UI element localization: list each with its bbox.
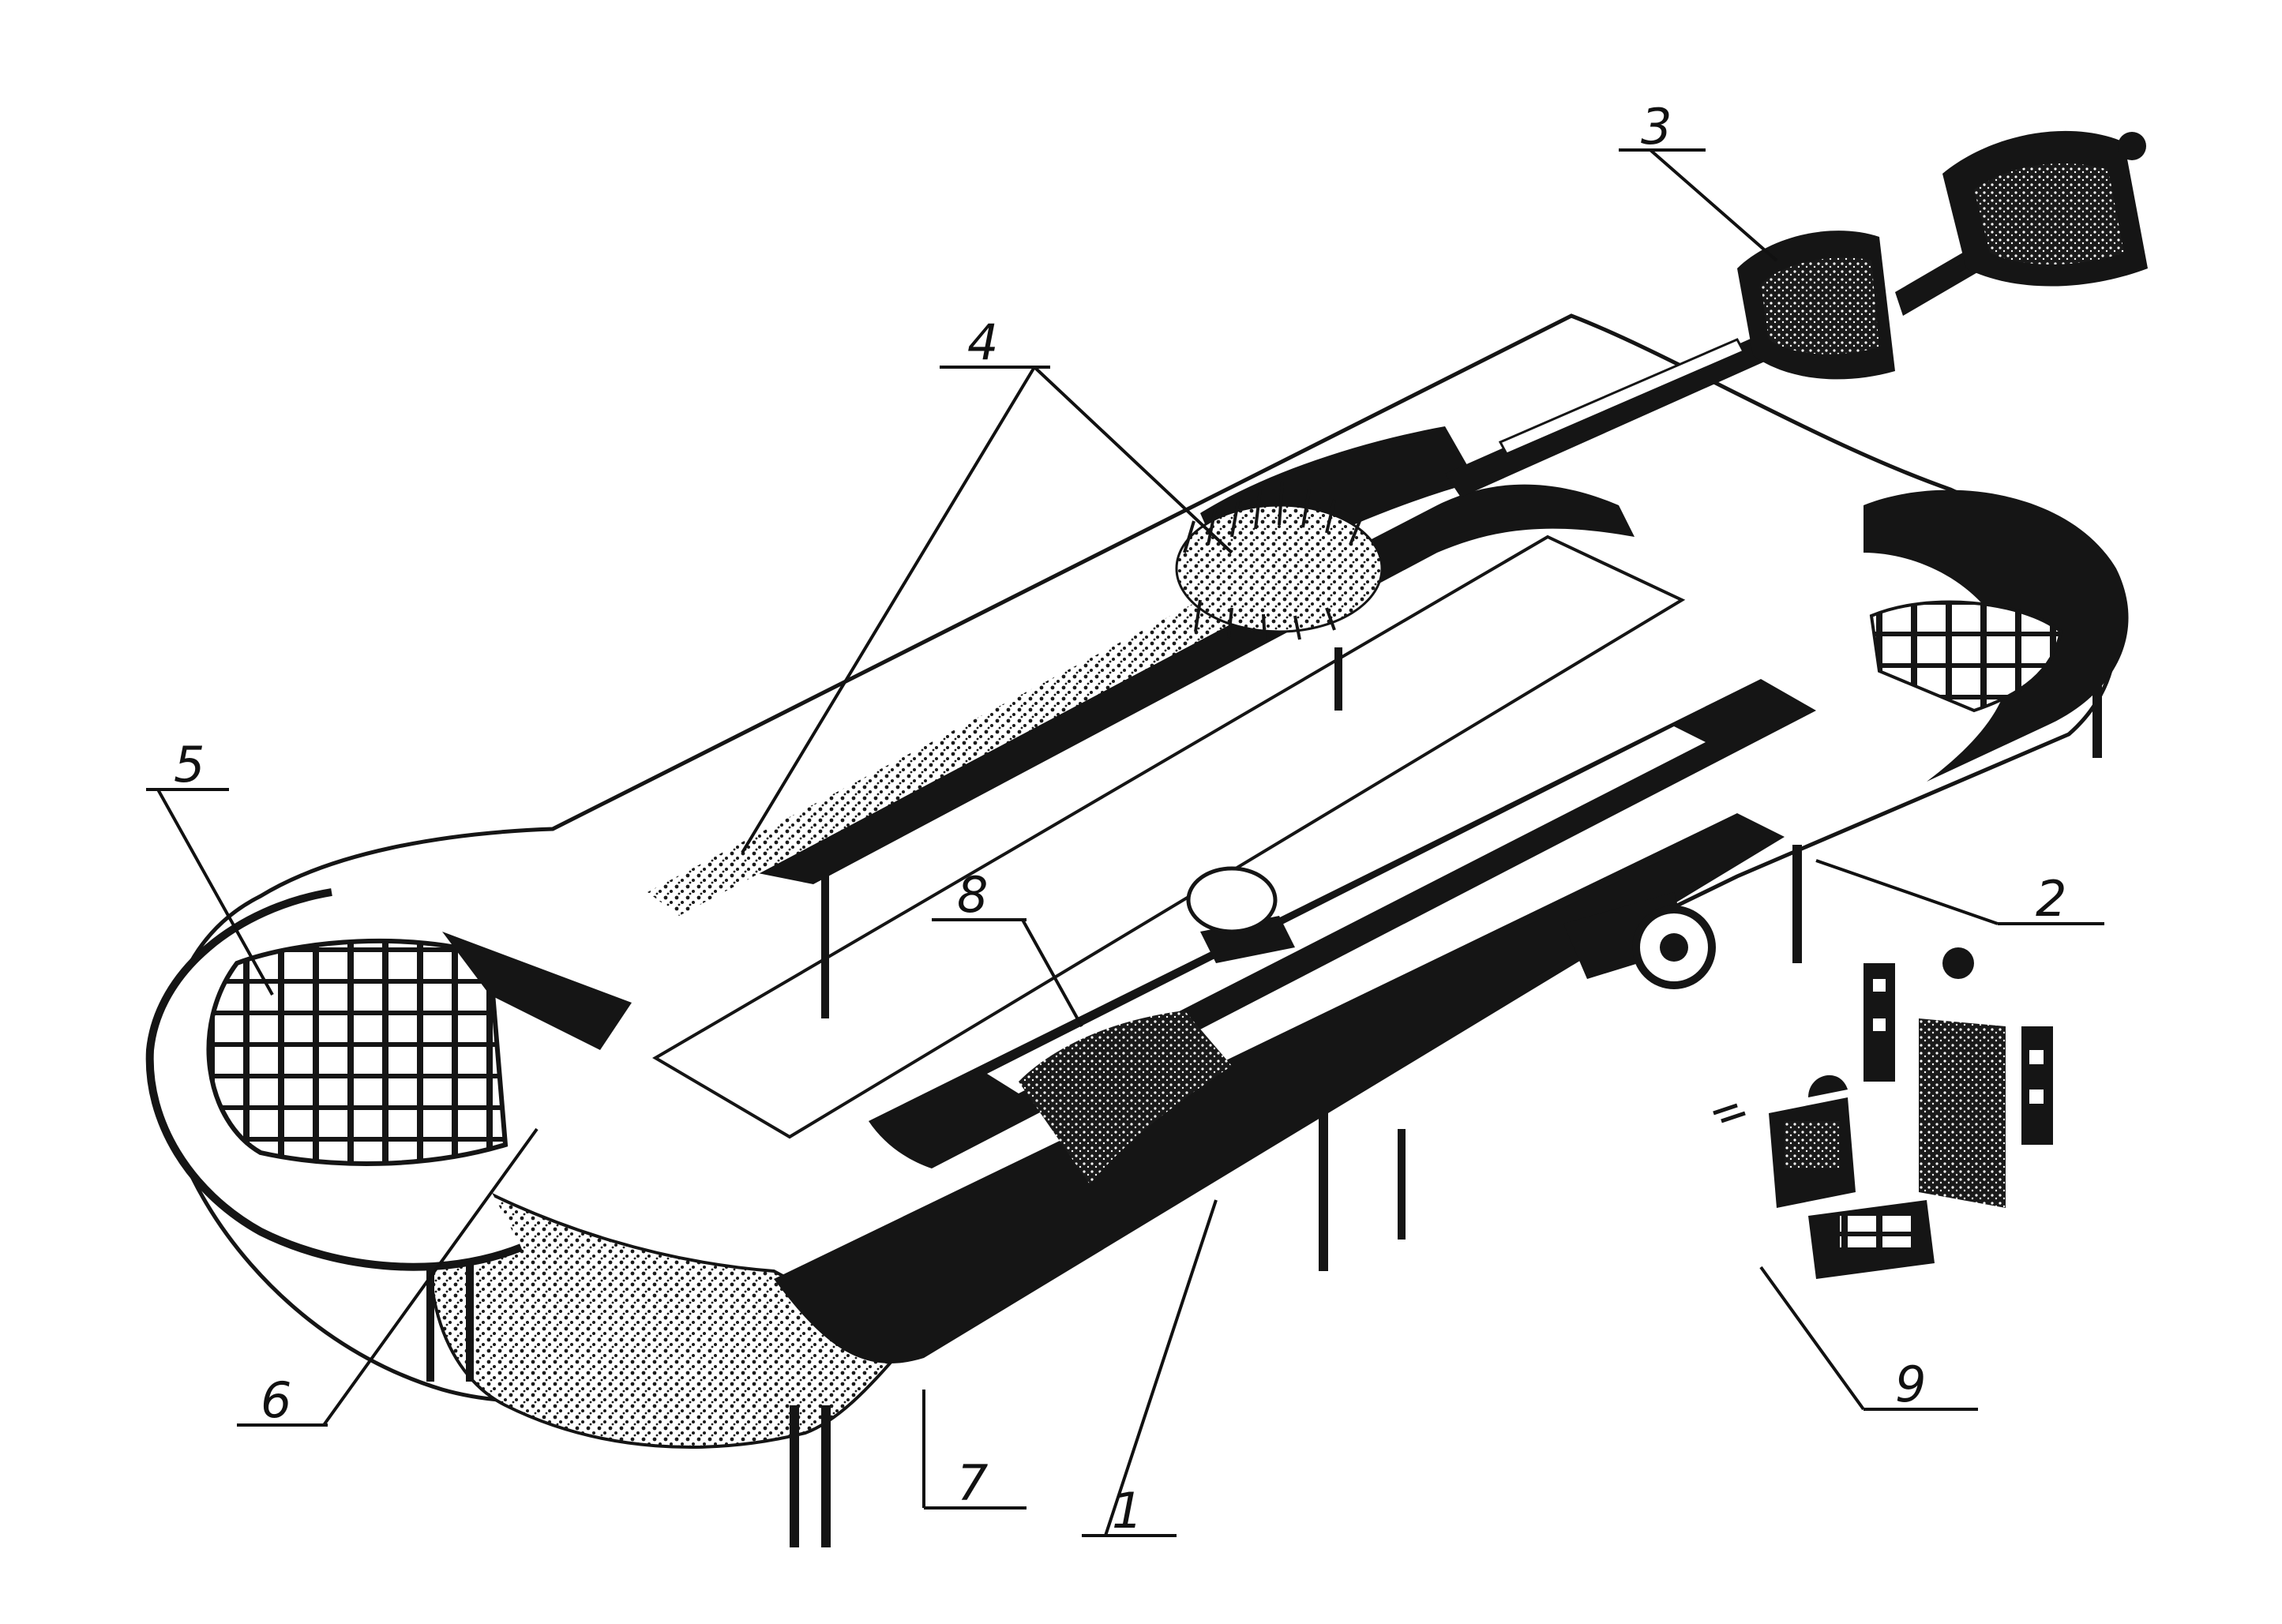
test-section xyxy=(1019,866,1716,1184)
drive-motor xyxy=(1737,130,2148,380)
corner-bend-right xyxy=(1864,489,2129,782)
corner-vanes-left xyxy=(206,938,509,1166)
callout-7: 7 xyxy=(922,1390,1027,1512)
callout-label-1: 1 xyxy=(1112,1482,1143,1540)
callout-label-8: 8 xyxy=(957,866,988,924)
callout-6: 6 xyxy=(237,1127,539,1429)
callout-label-4: 4 xyxy=(967,313,998,371)
fan-assembly xyxy=(1175,481,1383,643)
callout-5: 5 xyxy=(146,736,274,996)
callout-label-3: 3 xyxy=(1641,98,1672,156)
callout-label-5: 5 xyxy=(174,736,205,793)
callout-1: 1 xyxy=(1082,1199,1218,1540)
tunnel-courtyard xyxy=(652,534,1686,1139)
callout-3: 3 xyxy=(1619,98,1778,262)
control-equipment xyxy=(1713,947,2053,1279)
callout-label-7: 7 xyxy=(957,1454,988,1512)
return-leg-highlight xyxy=(987,726,1706,1093)
drive-shaft xyxy=(1445,324,1796,497)
corner-vanes-right xyxy=(1869,600,2063,713)
callout-label-9: 9 xyxy=(1895,1356,1926,1413)
callout-9: 9 xyxy=(1759,1266,1978,1413)
upper-leg-shadow xyxy=(734,484,1635,884)
callout-label-2: 2 xyxy=(2036,870,2066,928)
test-section-cutaway xyxy=(1019,1011,1232,1184)
callout-label-6: 6 xyxy=(261,1371,291,1429)
corner-bend-left xyxy=(145,888,632,1271)
tunnel-front-shadow xyxy=(774,813,1785,1363)
tunnel-circuit xyxy=(145,313,2129,1547)
callout-2: 2 xyxy=(1815,859,2104,928)
support-columns xyxy=(426,647,2102,1547)
callout-8: 8 xyxy=(932,866,1083,1027)
upper-leg-shade xyxy=(647,600,1232,916)
callout-4: 4 xyxy=(741,313,1233,854)
